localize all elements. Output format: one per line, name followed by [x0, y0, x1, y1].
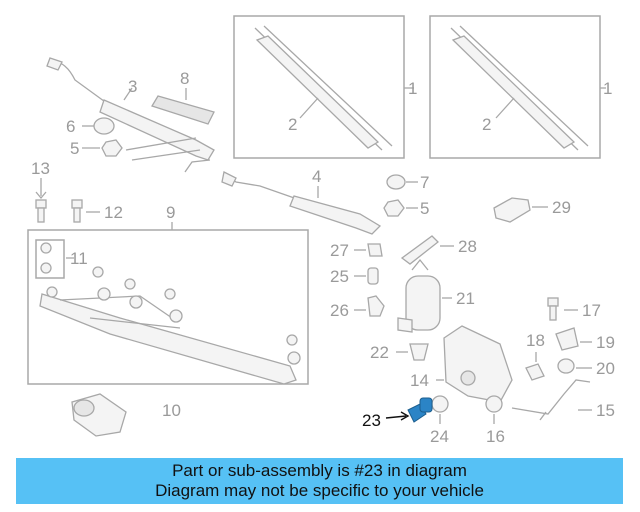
callout-1b: 1 — [603, 79, 612, 98]
callout-1a: 1 — [408, 79, 417, 98]
part-27 — [354, 243, 383, 257]
callout-10: 10 — [162, 401, 181, 420]
cap-6 — [82, 117, 115, 135]
callout-7: 7 — [420, 173, 429, 192]
callout-13: 13 — [31, 159, 50, 178]
grommet-16 — [485, 395, 503, 424]
wiper-blade-box-left — [233, 15, 414, 159]
callout-16: 16 — [486, 427, 505, 446]
part-28 — [400, 235, 454, 265]
wiper-motor — [71, 393, 127, 437]
callout-20: 20 — [596, 359, 615, 378]
callout-18: 18 — [526, 331, 545, 350]
callout-9: 9 — [166, 203, 175, 222]
nut-5-right — [383, 199, 418, 217]
arm-cover — [151, 88, 215, 125]
callout-24: 24 — [430, 427, 449, 446]
part-26 — [354, 295, 385, 317]
part-25 — [354, 267, 379, 285]
callout-22: 22 — [370, 343, 389, 362]
callout-4: 4 — [312, 167, 321, 186]
part-18 — [525, 352, 545, 381]
bolt-17 — [547, 297, 578, 321]
banner-line-1: Part or sub-assembly is #23 in diagram — [172, 461, 467, 480]
callout-29: 29 — [552, 198, 571, 217]
callout-28: 28 — [458, 237, 477, 256]
callout-14: 14 — [410, 371, 429, 390]
nut-5-left — [82, 139, 123, 157]
wiper-blade-box-right — [429, 15, 606, 159]
part-19 — [555, 327, 592, 351]
callout-8: 8 — [180, 69, 189, 88]
info-banner: Part or sub-assembly is #23 in diagram D… — [16, 458, 623, 504]
part-22 — [396, 343, 429, 361]
grommet-24 — [431, 395, 449, 424]
grommet-20 — [557, 358, 592, 374]
callout-3: 3 — [128, 77, 137, 96]
callout-2b: 2 — [482, 115, 491, 134]
callout-2a: 2 — [288, 115, 297, 134]
callout-25: 25 — [330, 267, 349, 286]
callout-27: 27 — [330, 241, 349, 260]
highlighted-part-23[interactable] — [385, 397, 433, 423]
washer-hose — [511, 379, 592, 421]
bolt-12 — [71, 199, 100, 223]
callout-23[interactable]: 23 — [362, 411, 381, 430]
callout-5a: 5 — [70, 139, 79, 158]
callout-12: 12 — [104, 203, 123, 222]
callout-6: 6 — [66, 117, 75, 136]
wiper-linkage-box — [27, 222, 309, 385]
washer-reservoir — [436, 325, 513, 403]
callout-11: 11 — [70, 249, 88, 268]
callout-19: 19 — [596, 333, 615, 352]
part-29 — [493, 197, 548, 223]
callout-15: 15 — [596, 401, 615, 420]
callout-5b: 5 — [420, 199, 429, 218]
callout-17: 17 — [582, 301, 601, 320]
bolt-13 — [35, 178, 47, 223]
banner-line-2: Diagram may not be specific to your vehi… — [155, 481, 484, 500]
washer-pump — [397, 258, 452, 333]
parts-diagram: 1 1 2 2 3 8 6 5 4 7 5 13 12 9 29 11 10 2… — [27, 15, 615, 446]
cap-7 — [386, 174, 418, 190]
wiper-arm — [46, 57, 215, 173]
callout-21: 21 — [456, 289, 475, 308]
callout-26: 26 — [330, 301, 349, 320]
wiper-arm-4 — [221, 171, 382, 235]
